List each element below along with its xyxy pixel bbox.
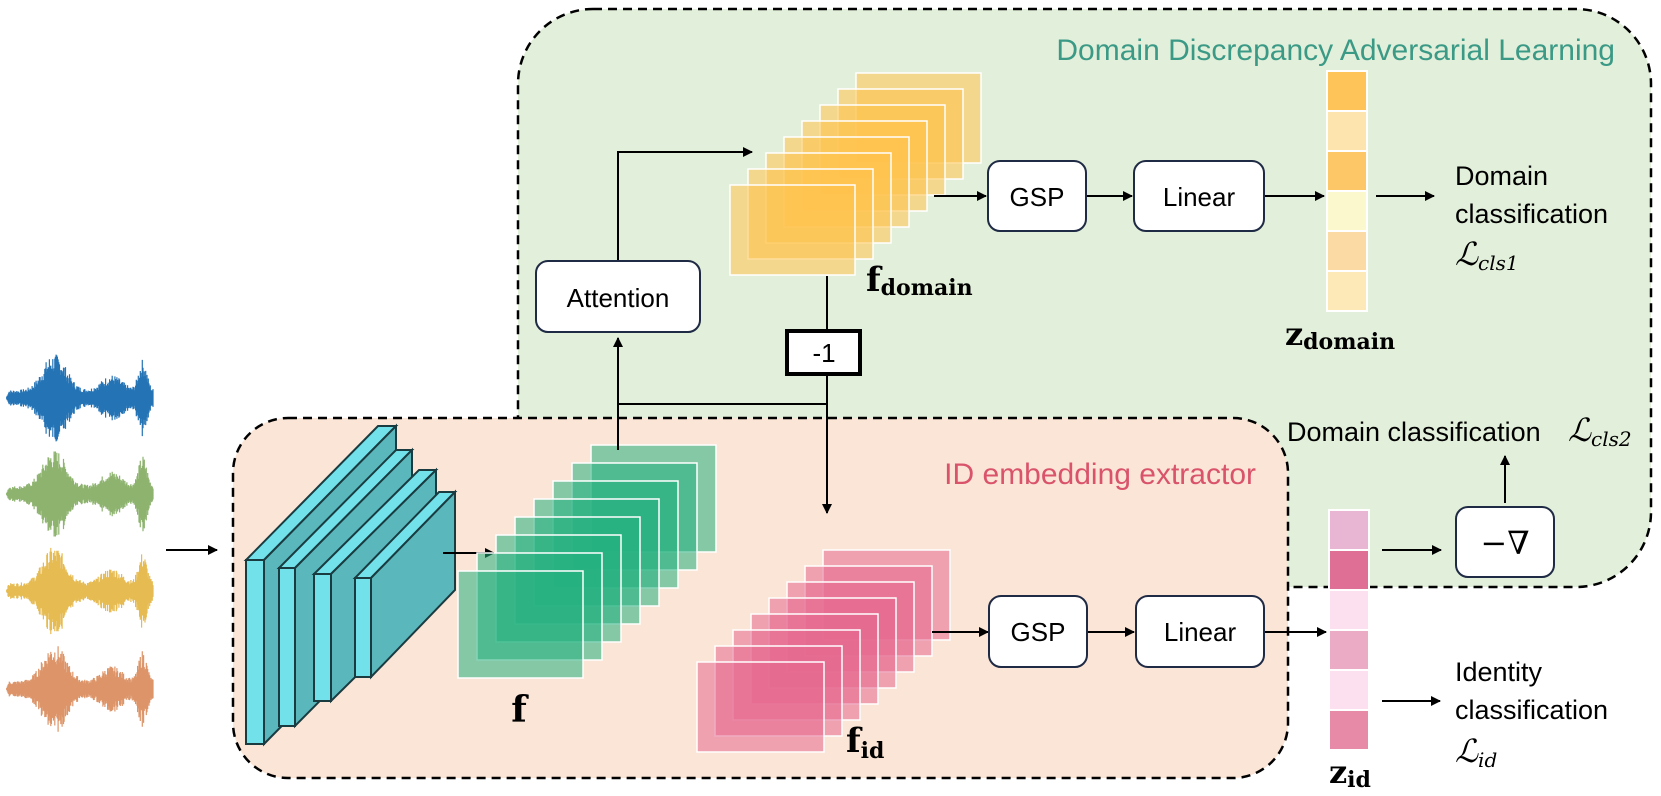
cnn-encoder (243, 423, 458, 747)
gsp-id-block: GSP (988, 595, 1088, 668)
embedding-cell (1328, 709, 1370, 751)
embedding-cell (1326, 150, 1368, 192)
id-embedding-region (231, 416, 1290, 780)
embedding-cell (1326, 70, 1368, 112)
embedding-cell (1328, 549, 1370, 591)
linear-domain-label: Linear (1163, 182, 1236, 212)
waveform-1 (6, 354, 154, 442)
embedding-cell (1328, 509, 1370, 551)
domain-cls1-line1: Domain (1455, 161, 1548, 191)
embedding-cell (1326, 190, 1368, 232)
feature-label-f-id: fid (846, 721, 884, 764)
attention-label: Attention (567, 283, 670, 313)
embedding-cell (1326, 110, 1368, 152)
gsp-domain-label: GSP (1010, 182, 1065, 212)
feature-map-f (457, 444, 717, 679)
linear-domain-block: Linear (1133, 160, 1265, 232)
waveform-2 (6, 451, 154, 537)
embedding-cell (1328, 629, 1370, 671)
z-domain-label: zdomain (1285, 315, 1395, 355)
input-waveforms (6, 354, 154, 732)
feature-label-f: f (511, 689, 529, 731)
linear-id-label: Linear (1164, 617, 1237, 647)
gradient-reversal-label: −∇ (1480, 524, 1529, 562)
identity-line1: Identity (1455, 657, 1543, 687)
attention-block: Attention (535, 260, 701, 333)
domain-cls2-text: Domain classification (1287, 417, 1541, 447)
feature-map-f-domain (729, 72, 982, 276)
gsp-domain-block: GSP (987, 160, 1087, 232)
feature-map-f-id (696, 549, 951, 753)
embedding-cell (1328, 669, 1370, 711)
neg-one-label: -1 (812, 338, 835, 368)
connector-lines (613, 147, 1510, 706)
feature-label-f-domain: fdomain (866, 260, 973, 301)
gradient-reversal-block: −∇ (1455, 506, 1555, 578)
domain-cls1-line2: classification (1455, 199, 1608, 229)
neg-one-block: -1 (785, 329, 862, 376)
z-domain-vector (1326, 70, 1368, 312)
waveform-3 (6, 547, 154, 635)
embedding-cell (1328, 589, 1370, 631)
loss-cls1: ℒcls1 (1455, 235, 1519, 275)
z-id-vector (1328, 509, 1370, 751)
linear-id-block: Linear (1135, 595, 1265, 668)
loss-id: ℒid (1455, 732, 1497, 772)
feature-channel (457, 570, 584, 679)
id-region-title: ID embedding extractor (944, 458, 1256, 491)
z-id-label: zid (1329, 753, 1371, 793)
embedding-cell (1326, 270, 1368, 312)
identity-line2: classification (1455, 695, 1608, 725)
gsp-id-label: GSP (1011, 617, 1066, 647)
feature-channel (696, 661, 825, 753)
feature-channel (729, 184, 856, 276)
domain-region-title: Domain Discrepancy Adversarial Learning (1056, 34, 1615, 67)
embedding-cell (1326, 230, 1368, 272)
waveform-4 (6, 646, 154, 732)
loss-cls2: ℒcls2 (1568, 411, 1632, 451)
